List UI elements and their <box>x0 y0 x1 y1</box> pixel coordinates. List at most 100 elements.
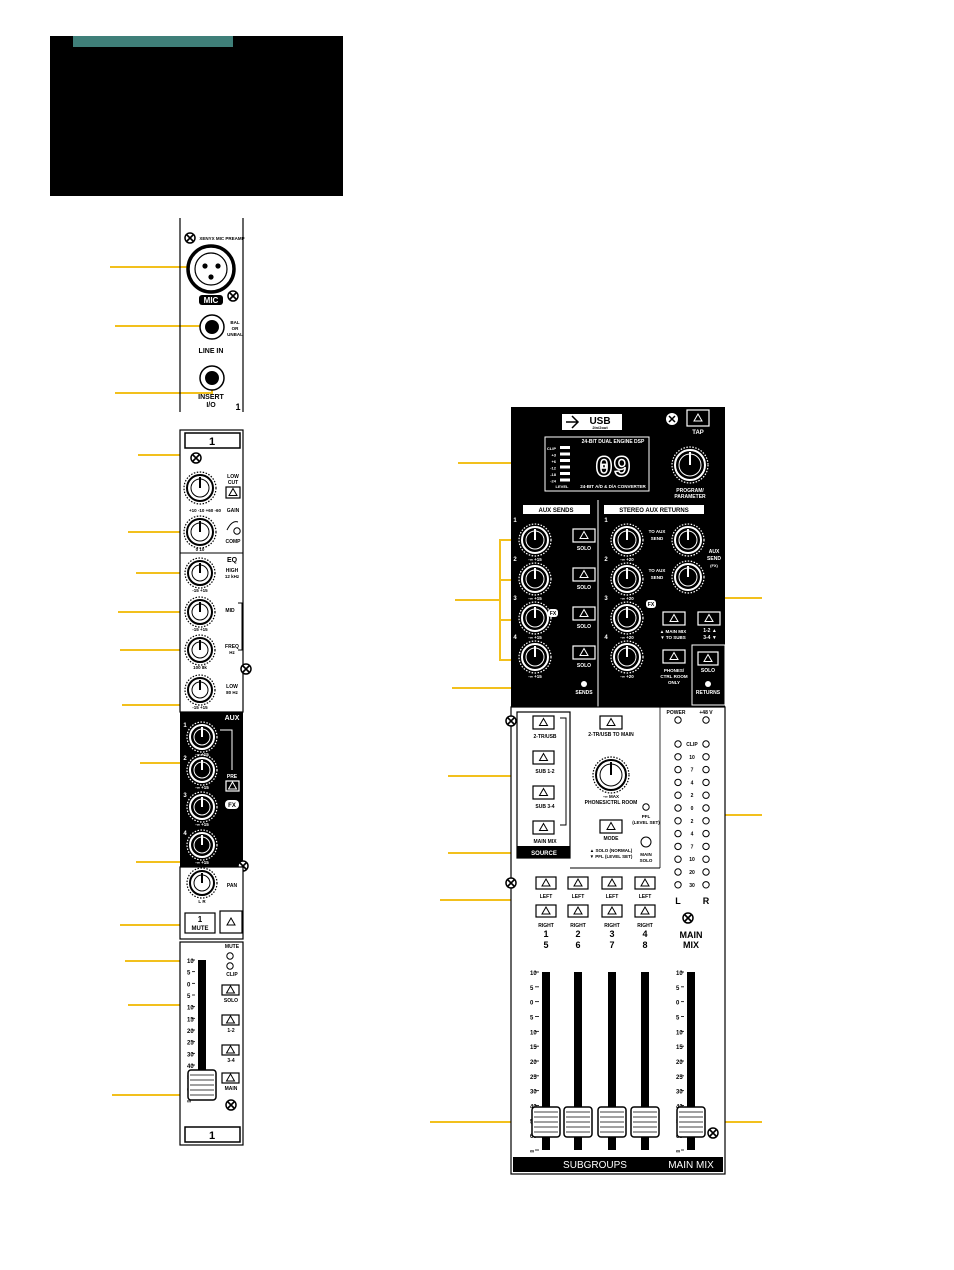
meter-led-right-4 <box>702 778 710 787</box>
aux-send-fx-label-3: (FX) <box>710 563 718 568</box>
meter-led-left-8 <box>674 829 682 838</box>
mic-screw-top-cross <box>186 234 194 242</box>
aux-send-knob-1-ticks <box>186 721 218 753</box>
main-fader-screw <box>707 1127 719 1139</box>
aux-master-number-2: 2 <box>513 557 517 563</box>
solo-button <box>221 984 240 996</box>
return-scale-1: -∞ +20 <box>620 557 634 562</box>
solo-button-triangle-icon <box>225 984 236 994</box>
source-button-1-triangle-icon <box>538 717 549 726</box>
return-knob-4 <box>610 640 644 674</box>
aux-solo-button-1 <box>572 528 596 543</box>
comp-label: COMP <box>226 539 242 545</box>
meter-label-1: CLIP <box>686 742 698 748</box>
mute-label: MUTE <box>192 926 209 932</box>
phones-ctrl-only-button <box>662 649 686 664</box>
pan-scale: L R <box>198 899 206 904</box>
subgroup-fader-1-scale-label: 10 <box>530 1030 537 1036</box>
program-label: PROGRAM/ <box>676 488 704 494</box>
tap-button-frame <box>686 409 710 427</box>
meter-led-right-2 <box>702 753 710 761</box>
subgroup-fader-1-scale-label: 5 <box>530 1016 534 1022</box>
comp-scale: 0 10 <box>196 547 205 552</box>
aux-solo-label-3: SOLO <box>577 624 591 630</box>
pfl-level-text: ▼ PFL (LEVEL SET) <box>590 854 633 859</box>
main-button <box>221 1072 240 1084</box>
subgroup-number-top-1: 1 <box>543 929 548 939</box>
eq-mid-knob <box>184 596 216 628</box>
bus-34-button-triangle-icon <box>225 1044 236 1054</box>
aux-scale-3: -∞ +15 <box>195 822 209 827</box>
return-scale-2: -∞ +20 <box>620 596 634 601</box>
clip-led-label: CLIP <box>226 972 238 978</box>
aux-pre-button-triangle-icon <box>227 780 238 790</box>
meter-label-10: 10 <box>689 857 695 863</box>
returns-solo-button-triangle-icon <box>703 653 713 662</box>
aux-pre-label: PRE <box>227 774 238 780</box>
aux-send-fx-knob-1-ticks <box>671 523 705 557</box>
dsp-meter-led <box>560 478 570 482</box>
meter-led-right-10 <box>702 855 710 863</box>
phantom-led <box>702 716 710 724</box>
sends-label: SENDS <box>575 690 593 696</box>
main-screw-top <box>505 715 517 727</box>
source-button-3-triangle-icon <box>538 787 549 796</box>
subgroup-left-button-2 <box>567 876 589 890</box>
aux-master-scale-1: -∞ +15 <box>528 557 542 562</box>
eq-screw <box>240 663 252 675</box>
phones-only-label-2: CTRL ROOM <box>660 674 687 679</box>
eq-screw-cross <box>242 665 250 673</box>
subgroup-number-bottom-1: 5 <box>543 940 548 950</box>
gain-label: GAIN <box>227 508 240 514</box>
dsp-meter-label: +6 <box>551 459 556 464</box>
subgroup-left-label-2: LEFT <box>572 894 585 900</box>
aux-fx-label: FX <box>228 803 236 809</box>
subgroup-right-button-3-frame <box>601 904 623 918</box>
aux-send-fx-knob-1 <box>671 523 705 557</box>
eq-label: EQ <box>227 557 238 564</box>
return-number-1: 1 <box>604 518 608 524</box>
source-button-4-frame <box>532 820 555 835</box>
subgroup-number-bottom-4: 8 <box>642 940 647 950</box>
clip-led <box>226 962 234 970</box>
meter-label-8: 4 <box>691 832 694 838</box>
subgroup-fader-1-scale-label: 10 <box>530 971 537 977</box>
subgroup-left-button-1 <box>535 876 557 890</box>
solo-label: SOLO <box>224 998 238 1004</box>
meter-led-left-10 <box>674 855 682 863</box>
to-aux-send-1: SEND <box>651 536 664 541</box>
meter-led-right-1 <box>702 740 710 748</box>
usb-logo-plate <box>562 414 622 430</box>
source-label-3: SUB 3-4 <box>535 804 554 810</box>
eq-high-knob <box>184 557 216 589</box>
pfl-label: PFL <box>642 814 651 819</box>
pfl-level-set-label: (LEVEL SET) <box>632 820 660 825</box>
meter-led-left-7 <box>674 817 682 825</box>
main-mix-subs-button-frame <box>662 611 686 626</box>
eq-freq-scale: 100 8k <box>193 665 207 670</box>
gain-scale: +10 -10 +60 -60 <box>189 508 222 513</box>
meter-led-right-5 <box>702 791 710 799</box>
return-knob-1-ticks <box>610 523 644 557</box>
meter-led-left-9 <box>674 842 682 851</box>
sends-solo-led <box>581 681 587 687</box>
subs-12-34-button-triangle-icon <box>704 613 714 622</box>
main-mix-fader-scale-label: 5 <box>676 986 680 992</box>
aux-solo-label-2: SOLO <box>577 585 591 591</box>
subgroup-left-button-1-frame <box>535 876 557 890</box>
aux-scale-4: -∞ +15 <box>195 860 209 865</box>
main-mix-fader-scale-label: 5 <box>676 1016 680 1022</box>
meter-label-6: 0 <box>691 806 694 812</box>
line-in-jack-hole <box>205 320 219 334</box>
aux-solo-button-2-frame <box>572 567 596 582</box>
main-screw-mid-cross <box>507 879 515 887</box>
main-solo-label-1: MAIN <box>640 852 652 857</box>
channel-fader-scale-label: 40 <box>187 1064 194 1070</box>
meter-led-left-6 <box>674 804 682 812</box>
cut-label: CUT <box>228 480 238 486</box>
subgroup-fader-2-slot <box>574 972 582 1150</box>
returns-label: RETURNS <box>696 690 721 696</box>
main-mix-subs-button-triangle-icon <box>669 613 679 622</box>
mic-xlr-inner <box>194 252 228 286</box>
